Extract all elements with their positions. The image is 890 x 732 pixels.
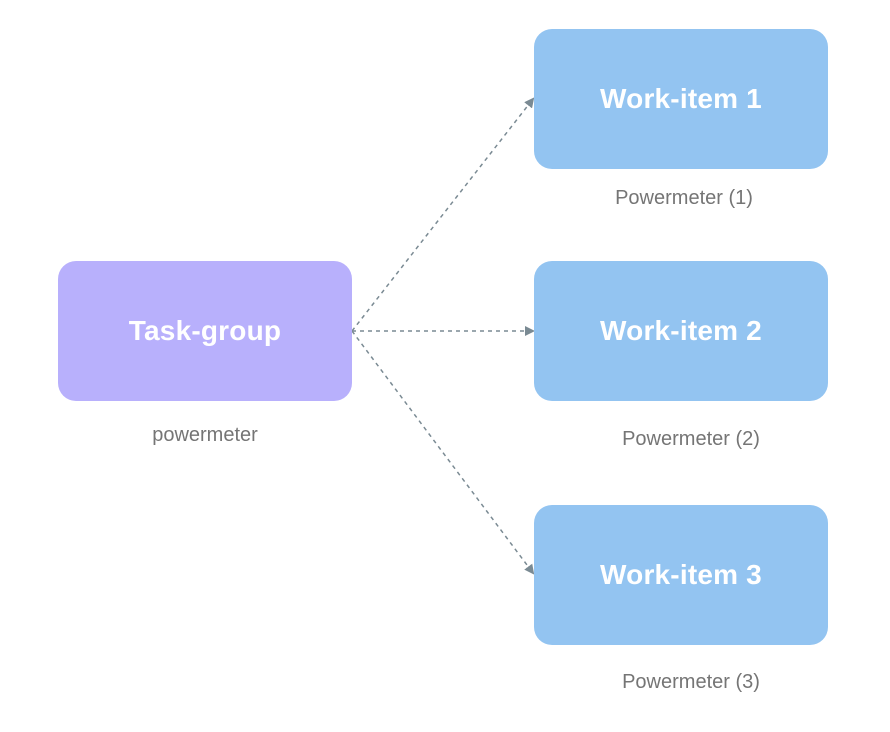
connector-to-work-item-1 xyxy=(351,97,535,332)
connector-to-work-item-3 xyxy=(351,330,535,575)
work-item-3-caption: Powermeter (3) xyxy=(622,671,760,693)
work-item-2-node: Work-item 2 xyxy=(534,261,828,401)
work-item-3-node: Work-item 3 xyxy=(534,505,828,645)
task-group-caption: powermeter xyxy=(152,424,258,446)
task-group-node: Task-group xyxy=(58,261,352,401)
work-item-1-caption: Powermeter (1) xyxy=(615,187,753,209)
work-item-1-label: Work-item 1 xyxy=(600,83,762,114)
work-item-3-label: Work-item 3 xyxy=(600,559,762,590)
work-item-2-label: Work-item 2 xyxy=(600,315,762,346)
task-group-label: Task-group xyxy=(128,315,282,346)
work-item-1-node: Work-item 1 xyxy=(534,29,828,169)
work-item-2-caption: Powermeter (2) xyxy=(622,428,760,450)
